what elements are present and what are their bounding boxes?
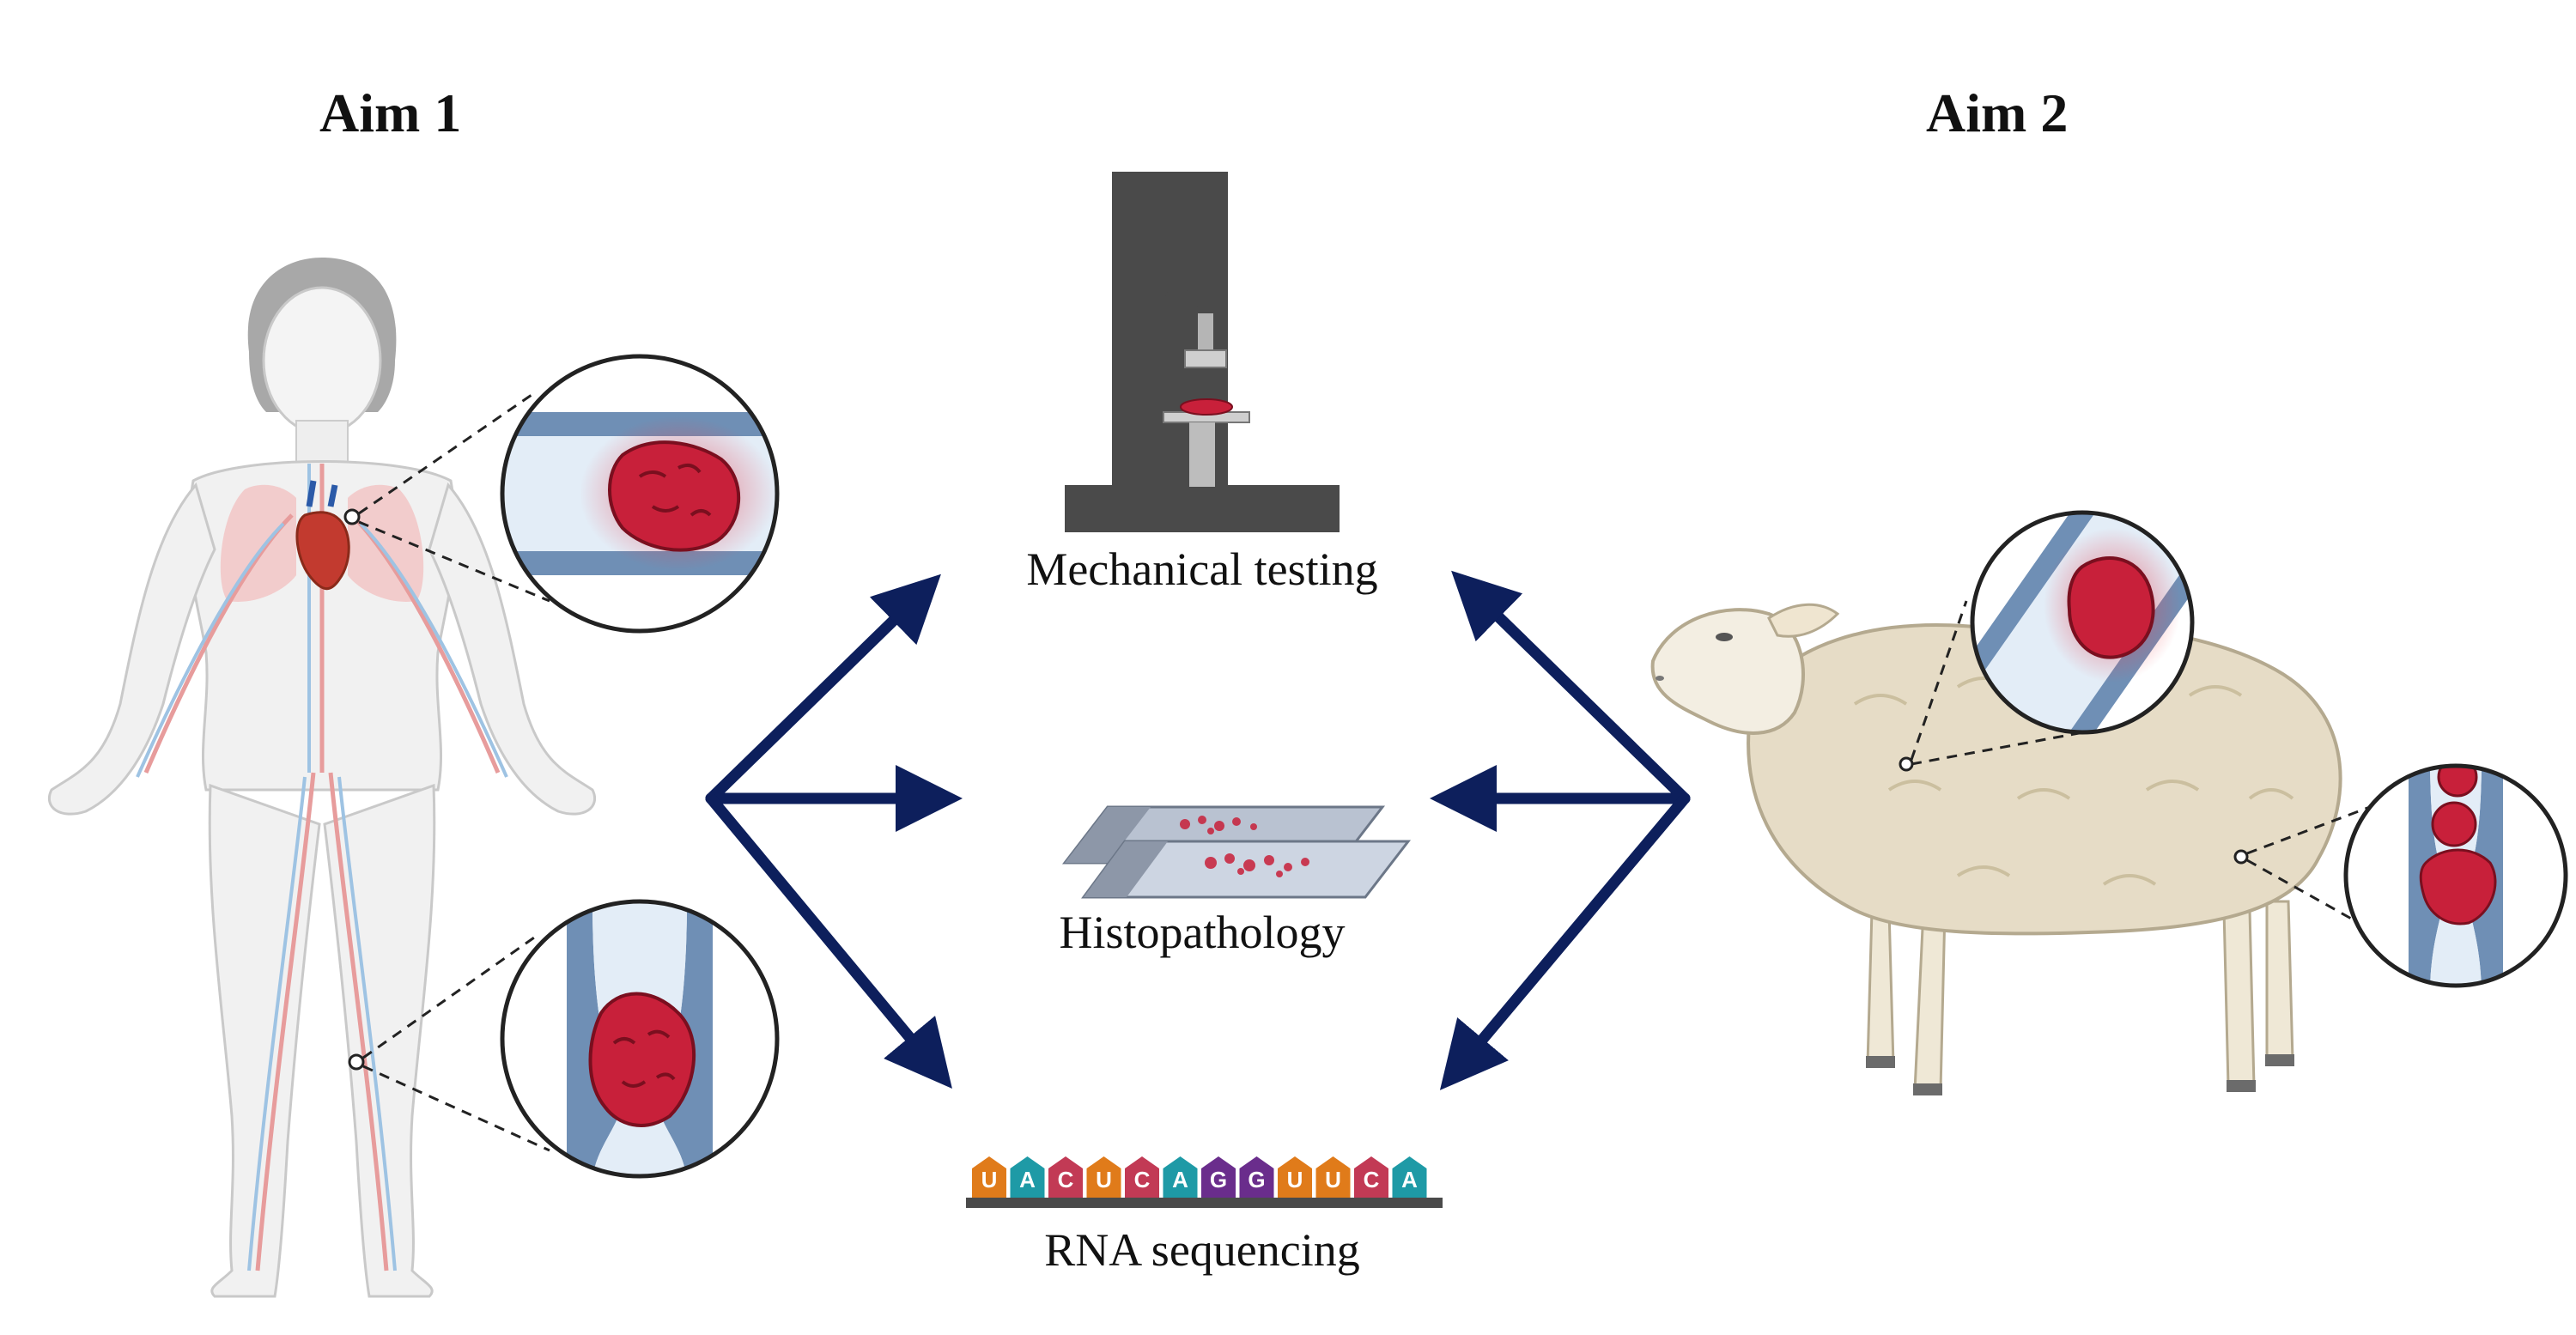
mechanical-testing-label: Mechanical testing xyxy=(1026,543,1378,595)
nucleotide-letter: U xyxy=(1287,1167,1303,1192)
callout-leg-vein-clot xyxy=(500,899,780,1179)
nucleotide-letter: G xyxy=(1248,1167,1265,1192)
nucleotide-tile: A xyxy=(1392,1156,1427,1198)
nucleotide-letter: A xyxy=(1172,1167,1188,1192)
nucleotide-letter: C xyxy=(1364,1167,1380,1192)
nucleotide-letter: U xyxy=(1096,1167,1112,1192)
nucleotide-tile: U xyxy=(1086,1156,1121,1198)
nucleotide-tile: U xyxy=(1278,1156,1312,1198)
histology-slides xyxy=(1061,805,1412,899)
aim1-callout-lines xyxy=(358,391,550,1152)
arrow-aim1-to-mechanical xyxy=(705,573,941,804)
nucleotide-tile: U xyxy=(1315,1156,1351,1198)
nucleotide-tile: A xyxy=(1163,1156,1198,1198)
aim1-title: Aim 1 xyxy=(319,82,462,143)
callout-sheep-vein-clot xyxy=(2343,763,2568,988)
histopathology-label: Histopathology xyxy=(1059,907,1346,958)
sheep-illustration xyxy=(1650,603,2342,1095)
nucleotide-tile: U xyxy=(972,1156,1006,1198)
human-body-illustration xyxy=(48,258,596,1298)
nucleotide-letter: C xyxy=(1134,1167,1151,1192)
aim2-arrows xyxy=(1430,570,1691,1090)
arrow-aim2-to-mechanical xyxy=(1451,570,1691,804)
nucleotide-letter: G xyxy=(1210,1167,1227,1192)
aim2-title: Aim 2 xyxy=(1926,82,2069,143)
aim1-arrows xyxy=(705,573,963,1089)
nucleotide-letter: U xyxy=(1325,1167,1341,1192)
callout-lung-vessel-clot xyxy=(500,354,780,634)
nucleotide-tile: G xyxy=(1239,1156,1274,1198)
arrow-aim1-to-rna xyxy=(705,792,952,1089)
nucleotide-letter: A xyxy=(1019,1167,1036,1192)
rna-sequencing-label: RNA sequencing xyxy=(1044,1224,1360,1276)
rna-backbone xyxy=(966,1198,1443,1208)
nucleotide-tile: C xyxy=(1125,1156,1159,1198)
nucleotide-tile: A xyxy=(1010,1156,1045,1198)
nucleotide-tile: C xyxy=(1048,1156,1083,1198)
nucleotide-tile: G xyxy=(1201,1156,1236,1198)
nucleotide-tile: C xyxy=(1354,1156,1388,1198)
nucleotide-letter: C xyxy=(1058,1167,1074,1192)
nucleotide-letter: A xyxy=(1401,1167,1418,1192)
nucleotide-letter: U xyxy=(981,1167,998,1192)
arrow-aim2-to-rna xyxy=(1439,792,1691,1090)
aim2-callout-lines xyxy=(1910,600,2375,933)
mechanical-testing-machine xyxy=(1065,172,1340,532)
